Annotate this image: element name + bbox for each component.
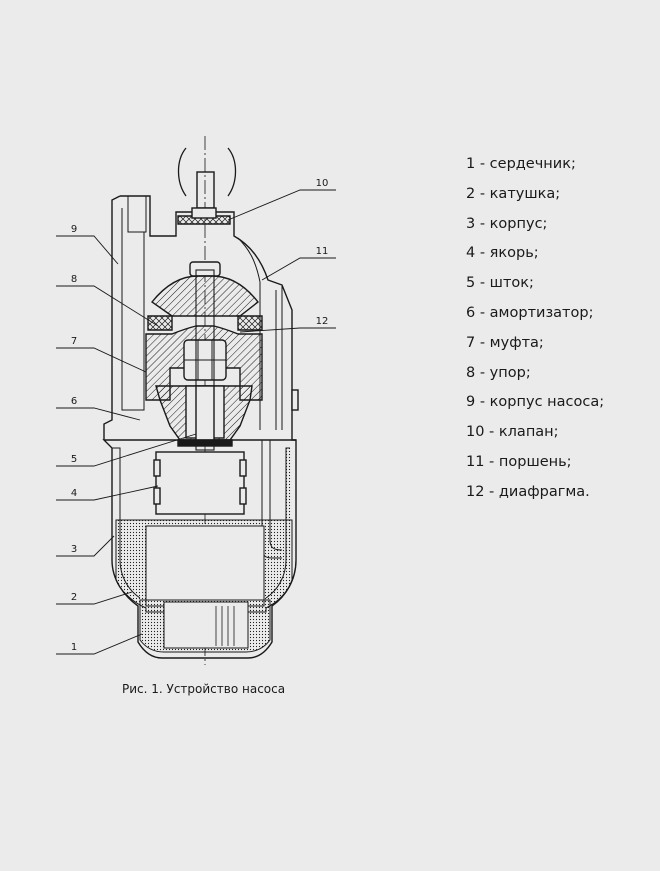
callout-2: 2 [71, 592, 77, 603]
leader-1 [56, 633, 143, 655]
armature [155, 451, 245, 515]
leader-8 [56, 285, 159, 327]
callout-7: 7 [71, 336, 77, 347]
leader-10 [227, 189, 336, 221]
legend-item: 12 - диафрагма. [466, 483, 590, 500]
top-nut [189, 261, 221, 277]
top-nipple [196, 171, 215, 209]
callout-1: 1 [71, 642, 77, 653]
legend-item: 7 - муфта; [466, 334, 544, 351]
callout-12: 12 [316, 316, 329, 327]
legend-item: 3 - корпус; [466, 215, 548, 232]
leader-9 [56, 235, 119, 265]
pump-housing-outline [120, 195, 296, 441]
diaphragm-ring-right [237, 315, 263, 331]
piston [150, 275, 259, 317]
callout-3: 3 [71, 544, 77, 555]
legend-item: 4 - якорь; [466, 245, 539, 262]
legend-item: 8 - упор; [466, 364, 531, 381]
callout-11: 11 [316, 246, 329, 257]
callout-labels: 10 11 12 9 8 7 6 5 4 3 2 1 [71, 178, 329, 653]
diaphragm-ring-left [147, 315, 173, 331]
legend-item: 11 - поршень; [466, 453, 572, 470]
callout-9: 9 [71, 224, 77, 235]
leader-lines [56, 189, 336, 655]
callout-8: 8 [71, 274, 77, 285]
housing-inner-right [237, 237, 261, 430]
leader-12 [239, 327, 336, 333]
leader-6 [56, 407, 141, 421]
figure-caption: Рис. 1. Устройство насоса [122, 682, 285, 696]
callout-6: 6 [71, 396, 77, 407]
callout-5: 5 [71, 454, 77, 465]
leader-7 [56, 347, 147, 373]
legend-item: 2 - катушка; [466, 185, 561, 202]
leader-11 [261, 257, 336, 281]
body-wall-right-hatch [286, 448, 292, 556]
legend-item: 5 - шток; [466, 275, 534, 292]
leader-5 [56, 433, 197, 467]
damper-plate [177, 439, 233, 447]
legend-item: 9 - корпус насоса; [466, 394, 605, 411]
leader-4 [56, 485, 159, 501]
parts-legend: 1 - сердечник; 2 - катушка; 3 - корпус; … [466, 150, 604, 508]
cable-arc [177, 147, 187, 197]
legend-item: 1 - сердечник; [466, 156, 576, 172]
cable-arc-right [227, 147, 237, 197]
pump-housing-left [103, 195, 121, 440]
pump-drawing [102, 136, 299, 665]
leader-3 [56, 535, 115, 557]
shaft [195, 269, 215, 451]
callout-10: 10 [316, 178, 329, 189]
legend-item: 6 - амортизатор; [466, 304, 594, 321]
legend-item: 10 - клапан; [466, 424, 559, 441]
outlet-pipe [127, 196, 147, 233]
housing-inner-left [121, 208, 145, 411]
callout-4: 4 [71, 488, 77, 499]
leader-2 [56, 591, 133, 605]
